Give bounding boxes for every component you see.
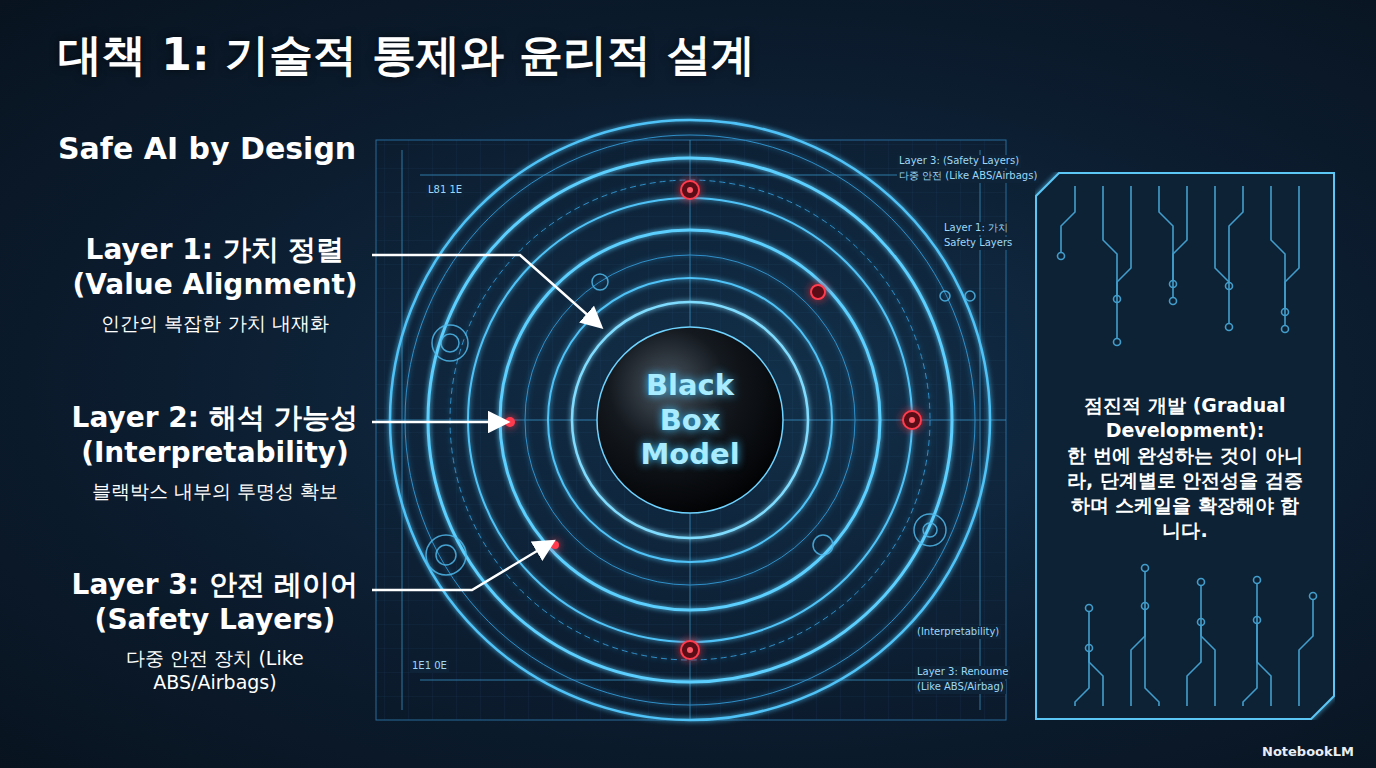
layer-description: 다중 안전 장치 (Like ABS/Airbags) bbox=[115, 647, 315, 695]
blueprint-note: Layer 3: (Safety Layers) bbox=[897, 155, 1021, 168]
panel-body: 한 번에 완성하는 것이 아니라, 단계별로 안전성을 검증하며 스케일을 확장… bbox=[1065, 443, 1305, 543]
node-label: Black Box Model bbox=[615, 368, 765, 472]
black-box-sphere: Black Box Model bbox=[595, 325, 785, 515]
blueprint-note: (Interpretability) bbox=[915, 626, 1001, 639]
layer-description: 인간의 복잡한 가치 내재화 bbox=[60, 312, 370, 336]
blueprint-note: Layer 1: 가치 bbox=[942, 222, 1010, 235]
layer-heading: Layer 1: 가치 정렬 (Value Alignment) bbox=[60, 232, 370, 302]
blueprint-note: (Like ABS/Airbag) bbox=[915, 681, 1006, 694]
watermark: NotebookLM bbox=[1262, 744, 1362, 760]
panel-heading: 점진적 개발 (Gradual Development): bbox=[1060, 393, 1310, 443]
blueprint-note: Safety Layers bbox=[942, 237, 1014, 250]
blueprint-note: L81 1E bbox=[426, 184, 464, 197]
info-panel: 점진적 개발 (Gradual Development):한 번에 완성하는 것… bbox=[1035, 172, 1335, 720]
node-text-wrap: Black Box Model bbox=[595, 325, 785, 515]
blueprint-note: 다중 안전 (Like ABS/Airbags) bbox=[897, 170, 1039, 183]
blueprint-note: Layer 3: Renoume bbox=[915, 666, 1010, 679]
layer-heading: Layer 3: 안전 레이어 (Safety Layers) bbox=[60, 567, 370, 637]
subtitle: Safe AI by Design bbox=[58, 130, 558, 168]
layer-description: 블랙박스 내부의 투명성 확보 bbox=[60, 480, 370, 504]
layer-heading: Layer 2: 해석 가능성 (Interpretability) bbox=[60, 400, 370, 470]
title: 대책 1: 기술적 통제와 윤리적 설계 bbox=[58, 26, 755, 85]
blueprint-note: 1E1 0E bbox=[410, 660, 449, 673]
node-text-wrap: 점진적 개발 (Gradual Development):한 번에 완성하는 것… bbox=[1053, 387, 1317, 549]
